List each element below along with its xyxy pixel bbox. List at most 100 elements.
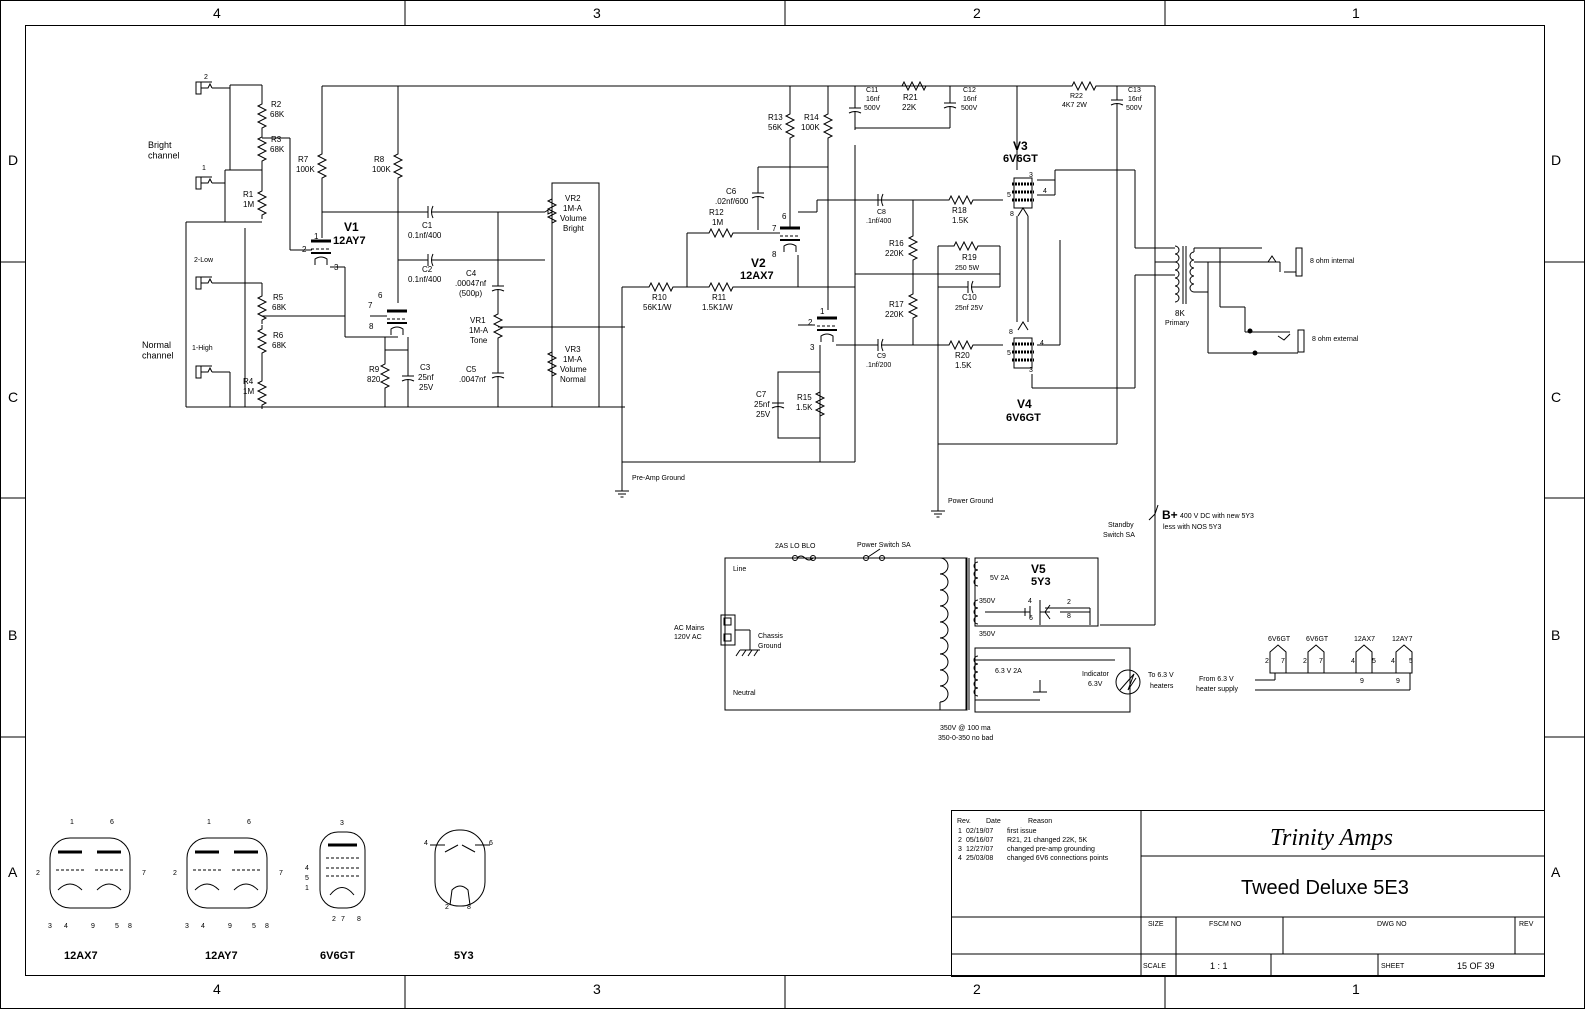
col-label-top: 4 xyxy=(213,5,221,21)
svg-text:8: 8 xyxy=(1010,211,1014,218)
size-label: SIZE xyxy=(1148,921,1164,928)
r13-value: 56K xyxy=(768,123,783,132)
vr2-label: VR2 xyxy=(565,194,581,203)
svg-text:8: 8 xyxy=(772,250,777,259)
svg-text:3: 3 xyxy=(334,263,339,272)
c12-voltage: 500V xyxy=(961,105,978,112)
c4-value: .00047nf xyxy=(455,279,487,288)
rev-header: Rev. xyxy=(957,818,971,825)
chassis-ground-label: Chassis xyxy=(758,633,783,640)
c4-note: (500p) xyxy=(459,289,482,298)
svg-text:8: 8 xyxy=(128,923,132,930)
row-label-right: A xyxy=(1551,864,1561,880)
c2-label: C2 xyxy=(422,265,433,274)
c13-voltage: 500V xyxy=(1126,105,1143,112)
revision-reason: first issue xyxy=(1007,828,1037,835)
svg-text:2: 2 xyxy=(302,245,307,254)
svg-text:9: 9 xyxy=(228,923,232,930)
r17-value: 220K xyxy=(885,310,904,319)
col-label-bottom: 1 xyxy=(1352,981,1360,997)
svg-text:3: 3 xyxy=(48,923,52,930)
ot-winding: Primary xyxy=(1165,320,1190,327)
power-ground-label: Power Ground xyxy=(948,498,993,505)
ot-impedance: 8K xyxy=(1175,309,1185,318)
svg-text:1: 1 xyxy=(70,819,74,826)
c3-voltage: 25V xyxy=(419,383,434,392)
c8-label: C8 xyxy=(877,209,886,216)
r20-label: R20 xyxy=(955,351,970,360)
svg-text:3: 3 xyxy=(1029,172,1033,179)
r9-value: 820 xyxy=(367,375,381,384)
svg-text:7: 7 xyxy=(279,870,283,877)
r8-label: R8 xyxy=(374,155,385,164)
svg-text:4: 4 xyxy=(1351,658,1355,665)
vr2-function: Volume xyxy=(560,214,587,223)
fuse-label: 2AS LO BLO xyxy=(775,543,816,550)
b-plus-label: B+ xyxy=(1162,508,1178,522)
power-supply xyxy=(720,504,1159,713)
r11-label: R11 xyxy=(712,293,727,302)
svg-text:7: 7 xyxy=(1281,658,1285,665)
svg-text:4: 4 xyxy=(1028,598,1032,605)
row-label-right: C xyxy=(1551,389,1561,405)
scale-value: 1 : 1 xyxy=(1210,961,1228,971)
svg-text:V4: V4 xyxy=(1017,397,1032,411)
vr2-value: 1M-A xyxy=(563,204,583,213)
svg-text:7: 7 xyxy=(142,870,146,877)
r22-value: 4K7 2W xyxy=(1062,102,1087,109)
svg-text:5: 5 xyxy=(115,923,119,930)
svg-text:5: 5 xyxy=(1007,192,1011,199)
r15-value: 1.5K xyxy=(796,403,813,412)
row-label-left: B xyxy=(8,627,17,643)
r18-value: 1.5K xyxy=(952,216,969,225)
revision-number: 3 xyxy=(958,846,962,853)
input-jacks xyxy=(185,81,625,410)
dwg-label: DWG NO xyxy=(1377,921,1407,928)
svg-text:3: 3 xyxy=(1029,367,1033,374)
heater-tube-label: 6V6GT xyxy=(1268,636,1291,643)
r12-label: R12 xyxy=(709,208,724,217)
svg-text:V3: V3 xyxy=(1013,139,1028,153)
sheet-label: SHEET xyxy=(1381,963,1405,970)
speaker-internal-label: 8 ohm internal xyxy=(1310,258,1355,265)
svg-text:2: 2 xyxy=(1265,658,1269,665)
c7-label: C7 xyxy=(756,390,767,399)
svg-text:6: 6 xyxy=(110,819,114,826)
c11-value: 16nf xyxy=(866,96,880,103)
svg-text:5: 5 xyxy=(1007,350,1011,357)
svg-text:6: 6 xyxy=(489,840,493,847)
r3-label: R3 xyxy=(271,135,282,144)
c1-label: C1 xyxy=(422,221,433,230)
revision-date: 05/16/07 xyxy=(966,837,993,844)
revision-reason: changed 6V6 connections points xyxy=(1007,855,1109,862)
svg-text:5: 5 xyxy=(305,875,309,882)
r21-value: 22K xyxy=(902,103,917,112)
svg-text:1: 1 xyxy=(314,232,319,241)
svg-text:3: 3 xyxy=(340,820,344,827)
svg-text:8: 8 xyxy=(1009,329,1013,336)
revision-number: 4 xyxy=(958,855,962,862)
row-label-left: A xyxy=(8,864,18,880)
c8-value: .1nf/400 xyxy=(866,218,891,225)
col-label-top: 2 xyxy=(973,5,981,21)
ac-mains-label: AC Mains xyxy=(674,625,705,632)
c9-label: C9 xyxy=(877,353,886,360)
fscm-label: FSCM NO xyxy=(1209,921,1242,928)
r19-value: 250 5W xyxy=(955,265,980,272)
c12-value: 16nf xyxy=(963,96,977,103)
power-switch-label: Power Switch SA xyxy=(857,542,911,549)
svg-text:4: 4 xyxy=(1391,658,1395,665)
vr3-value: 1M-A xyxy=(563,355,583,364)
r17-label: R17 xyxy=(889,300,904,309)
sheet-value: 15 OF 39 xyxy=(1457,961,1495,971)
c7-value: 25nf xyxy=(754,400,770,409)
svg-text:6: 6 xyxy=(782,212,787,221)
v5-heater-label: 5V 2A xyxy=(990,575,1009,582)
svg-text:7: 7 xyxy=(1319,658,1323,665)
revision-number: 2 xyxy=(958,837,962,844)
preamp-ground-label: Pre-Amp Ground xyxy=(632,475,685,482)
